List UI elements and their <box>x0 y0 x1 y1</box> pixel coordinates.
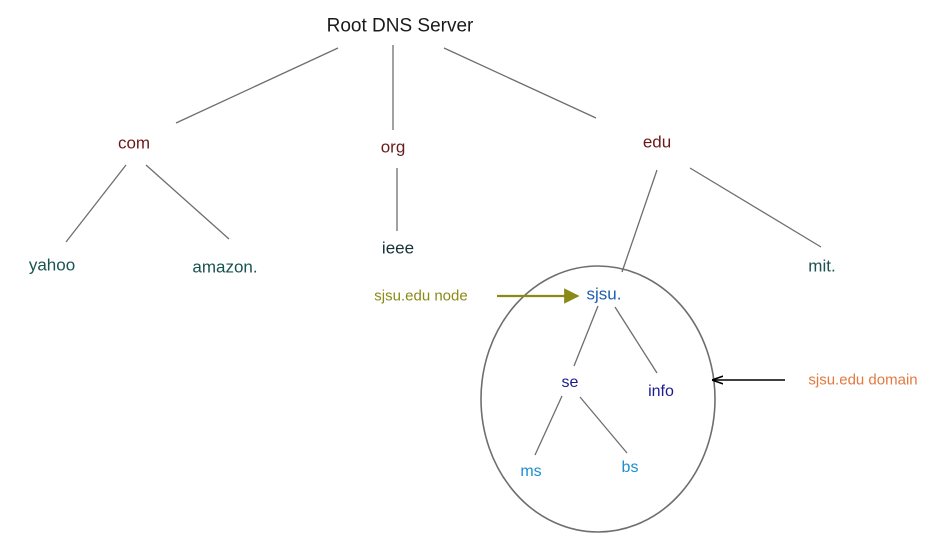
dns-node-amazon: amazon. <box>192 257 258 277</box>
dns-node-ms: ms <box>520 463 542 480</box>
dns-node-yahoo: yahoo <box>28 255 76 275</box>
dns-node-bs: bs <box>621 459 639 476</box>
tree-edge-se-to-bs <box>579 396 628 454</box>
dns-node-se: se <box>561 374 579 391</box>
tree-edges <box>65 45 822 456</box>
tree-edge-com-to-amazon <box>145 164 230 240</box>
dns-node-mit: mit. <box>808 256 836 276</box>
tree-edge-se-to-ms <box>534 395 563 456</box>
tree-edge-root-to-com <box>175 47 339 124</box>
dns-node-com: com <box>117 133 151 153</box>
annotation-sjsu-edu-node-label: sjsu.edu node <box>374 287 468 305</box>
dns-node-edu: edu <box>642 132 672 152</box>
dns-node-info: info <box>648 383 674 400</box>
dns-node-root: Root DNS Server <box>326 15 474 37</box>
tree-edge-com-to-yahoo <box>65 164 127 243</box>
tree-edge-root-to-edu <box>443 47 597 119</box>
tree-edge-edu-to-mit <box>689 167 822 248</box>
dns-node-sjsu: sjsu. <box>586 284 622 304</box>
tree-edge-sjsu-to-se <box>573 305 599 367</box>
annotation-sjsu-edu-domain-label: sjsu.edu domain <box>808 371 918 389</box>
dns-node-org: org <box>380 137 406 157</box>
sjsu-edu-domain-ellipse <box>480 265 716 533</box>
tree-edge-edu-to-sjsu <box>621 169 658 273</box>
tree-edge-sjsu-to-info <box>614 306 658 374</box>
dns-node-ieee: ieee <box>381 238 415 258</box>
